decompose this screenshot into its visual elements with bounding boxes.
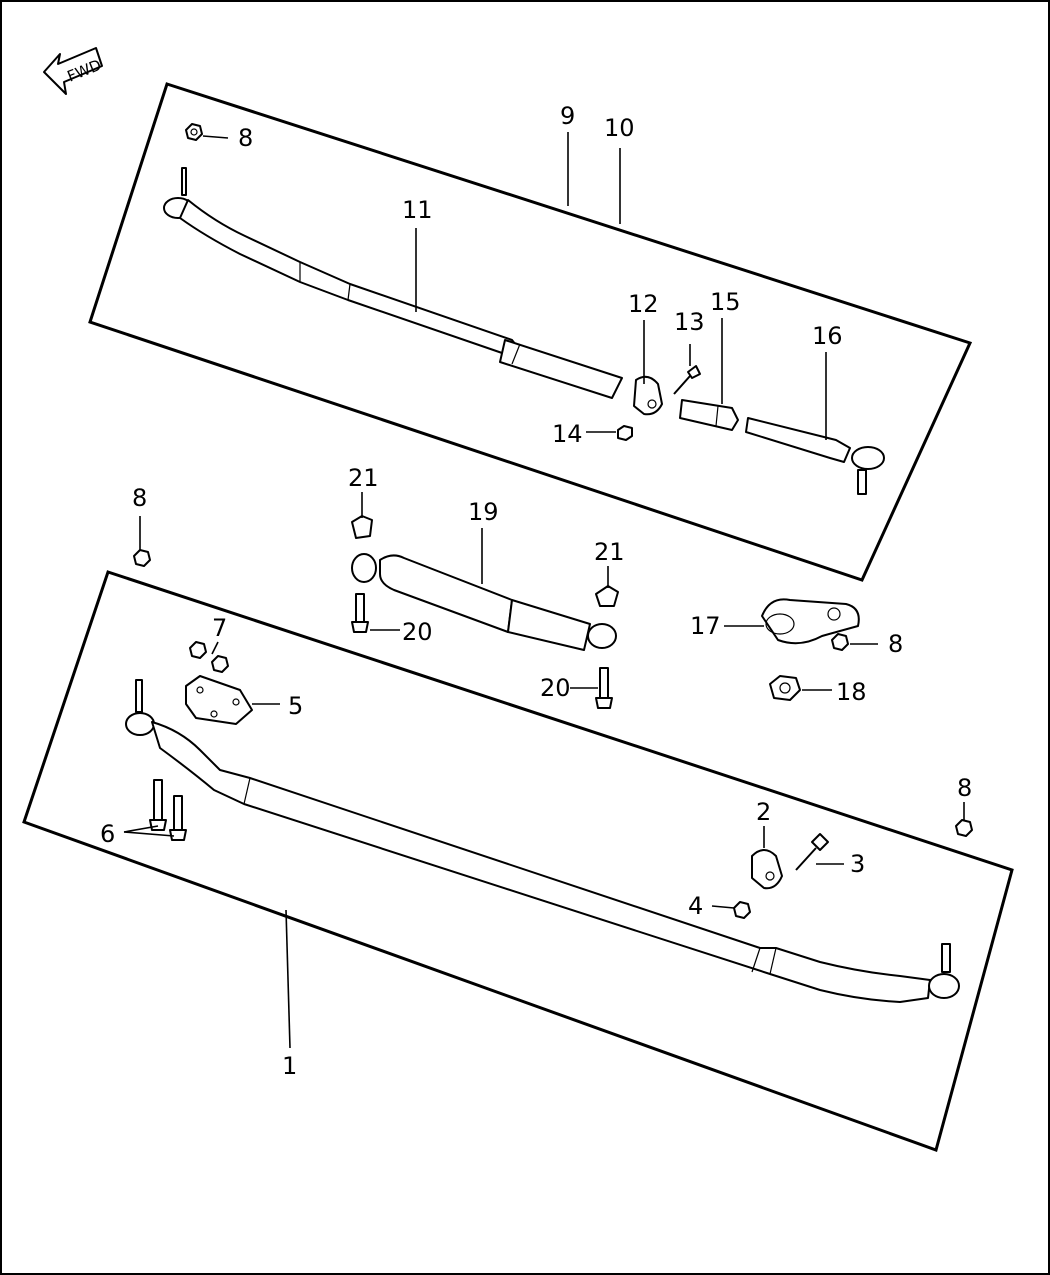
callout-2: 2 <box>756 798 771 826</box>
nut-part-8-right <box>955 819 973 837</box>
nut-part-8-middle-left <box>133 549 151 567</box>
nut-part-8-near-pitman <box>831 633 849 651</box>
steering-damper-part-19 <box>351 553 617 651</box>
callout-16: 16 <box>812 322 843 350</box>
tie-rod-end-part-16 <box>745 417 885 495</box>
fwd-arrow-icon: FWD <box>43 47 104 95</box>
clip-part-21-left <box>351 515 373 539</box>
callout-21-left: 21 <box>348 464 379 492</box>
nut-part-8-top <box>185 123 203 141</box>
clamp-part-2 <box>751 849 783 890</box>
drag-link-group-box <box>88 82 973 582</box>
callout-11: 11 <box>402 196 433 224</box>
bracket-plate-part-5 <box>185 675 253 725</box>
callout-7: 7 <box>212 614 227 642</box>
callout-5: 5 <box>288 692 303 720</box>
pitman-arm-part-17 <box>761 598 860 645</box>
callout-17: 17 <box>690 612 721 640</box>
callout-6: 6 <box>100 820 115 848</box>
callout-3: 3 <box>850 850 865 878</box>
bolt-part-20-right <box>595 667 613 709</box>
drag-link-rod-part-11 <box>163 167 623 399</box>
callout-10: 10 <box>604 114 635 142</box>
callout-1: 1 <box>282 1052 297 1080</box>
callout-21-right: 21 <box>594 538 625 566</box>
large-nut-part-18 <box>769 675 801 701</box>
clamp-part-12 <box>633 375 663 416</box>
callout-20-right: 20 <box>540 674 571 702</box>
callout-9: 9 <box>560 102 575 130</box>
bolt-part-13 <box>673 365 701 395</box>
callout-12: 12 <box>628 290 659 318</box>
callout-14: 14 <box>552 420 583 448</box>
callout-18: 18 <box>836 678 867 706</box>
nut-part-14 <box>617 425 633 441</box>
callout-8-left: 8 <box>132 484 147 512</box>
tie-rod-part-1 <box>125 679 960 1003</box>
nut-part-4 <box>733 901 751 919</box>
callout-13: 13 <box>674 308 705 336</box>
nuts-part-7 <box>189 641 229 673</box>
callout-8-right: 8 <box>957 774 972 802</box>
bolt-part-3 <box>795 833 829 871</box>
callout-4: 4 <box>688 892 703 920</box>
callout-19: 19 <box>468 498 499 526</box>
adjuster-sleeve-part-15 <box>679 399 739 431</box>
callout-20-left: 20 <box>402 618 433 646</box>
callout-15: 15 <box>710 288 741 316</box>
tie-rod-group-box <box>22 570 1014 1152</box>
bolt-part-20-left <box>351 593 369 633</box>
callout-8-pitman: 8 <box>888 630 903 658</box>
callout-8-top: 8 <box>238 124 253 152</box>
bolts-part-6 <box>149 779 187 841</box>
clip-part-21-right <box>595 585 619 607</box>
